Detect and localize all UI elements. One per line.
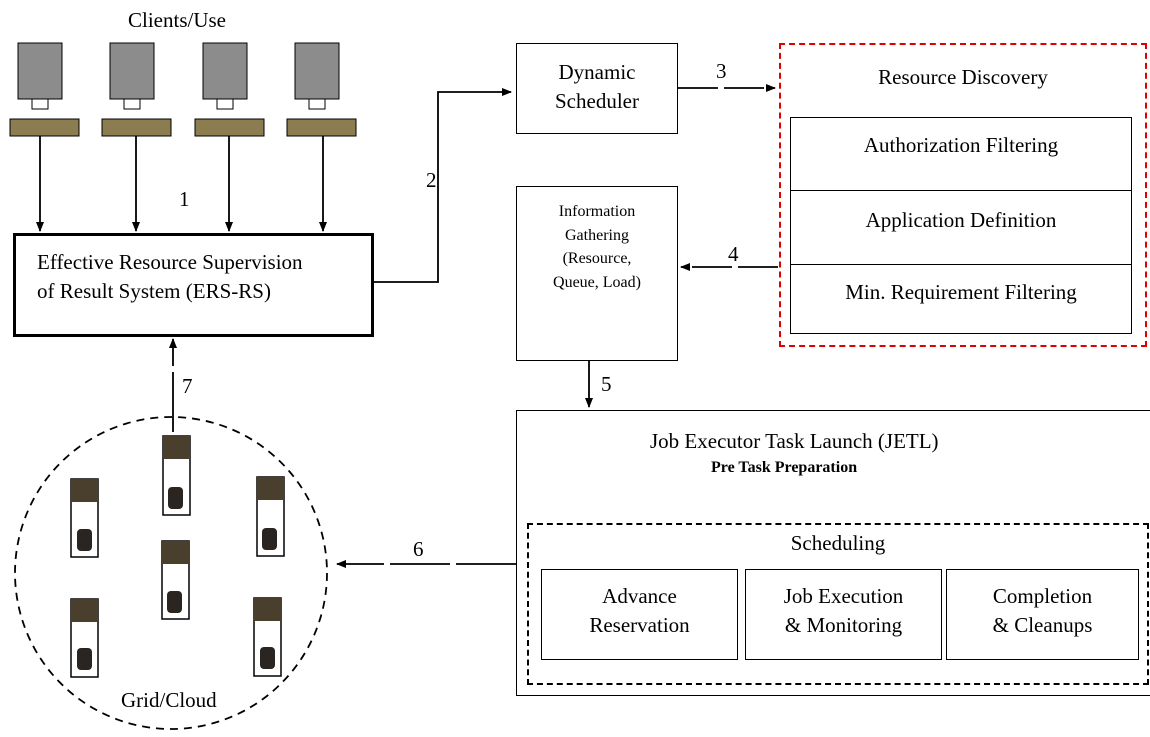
discovery-item: Application Definition xyxy=(790,190,1132,265)
task-box: Advance Reservation xyxy=(541,569,738,660)
step-1-label: 1 xyxy=(179,187,190,211)
discovery-item: Authorization Filtering xyxy=(790,117,1132,191)
step-3-label: 3 xyxy=(716,59,727,83)
ers-rs-label-line2: of Result System (ERS-RS) xyxy=(37,279,271,303)
info-line: Queue, Load) xyxy=(553,274,641,291)
ers-rs-label-line1: Effective Resource Supervision xyxy=(37,250,303,274)
discovery-item-label: Application Definition xyxy=(865,208,1057,232)
discovery-item-label: Min. Requirement Filtering xyxy=(845,280,1077,304)
task-label-line2: Reservation xyxy=(589,613,690,637)
jetl-title: Job Executor Task Launch (JETL) xyxy=(650,429,939,453)
task-box: Completion & Cleanups xyxy=(946,569,1139,660)
task-label-line1: Job Execution xyxy=(783,584,904,608)
client-computer-icon xyxy=(9,42,80,137)
task-box: Job Execution & Monitoring xyxy=(745,569,942,660)
grid-cloud-boundary xyxy=(14,416,328,730)
ers-rs-box: Effective Resource Supervision of Result… xyxy=(13,233,374,337)
client-computer-icon xyxy=(101,42,172,137)
jetl-subtitle: Pre Task Preparation xyxy=(711,459,858,476)
server-icon xyxy=(161,540,190,620)
step-6-label: 6 xyxy=(413,537,424,561)
step-4-label: 4 xyxy=(728,242,739,266)
resource-discovery-panel: Resource Discovery Authorization Filteri… xyxy=(779,43,1147,347)
step-7-label: 7 xyxy=(182,374,193,398)
task-label-line1: Completion xyxy=(992,584,1093,608)
step-5-label: 5 xyxy=(601,372,612,396)
server-icon xyxy=(162,435,191,516)
resource-discovery-title: Resource Discovery xyxy=(878,65,1048,89)
task-label-line2: & Cleanups xyxy=(992,613,1093,637)
server-icon xyxy=(70,478,99,558)
grid-cloud-label: Grid/Cloud xyxy=(121,688,217,713)
jetl-box: Job Executor Task Launch (JETL) Pre Task… xyxy=(516,410,1150,696)
server-icon xyxy=(253,597,282,677)
discovery-item: Min. Requirement Filtering xyxy=(790,264,1132,334)
server-icon xyxy=(70,598,99,678)
scheduling-panel: Scheduling Advance Reservation Job Execu… xyxy=(527,523,1149,685)
info-line: (Resource, xyxy=(562,250,632,267)
step-2-label: 2 xyxy=(426,168,437,193)
scheduling-label: Scheduling xyxy=(790,531,886,555)
dynamic-scheduler-box: Dynamic Scheduler xyxy=(516,43,678,134)
clients-title: Clients/Use xyxy=(128,8,226,32)
info-line: Gathering xyxy=(565,227,629,244)
scheduler-label-line1: Dynamic xyxy=(558,60,636,84)
arrow-step-2 xyxy=(374,88,512,283)
task-label-line2: & Monitoring xyxy=(784,613,903,637)
discovery-item-label: Authorization Filtering xyxy=(863,133,1059,157)
server-icon xyxy=(256,476,285,557)
task-label-line1: Advance xyxy=(602,584,677,608)
information-gathering-box: Information Gathering (Resource, Queue, … xyxy=(516,186,678,361)
client-computer-icon xyxy=(194,42,265,137)
info-line: Information xyxy=(558,203,636,220)
client-computer-icon xyxy=(286,42,357,137)
scheduler-label-line2: Scheduler xyxy=(555,89,639,113)
